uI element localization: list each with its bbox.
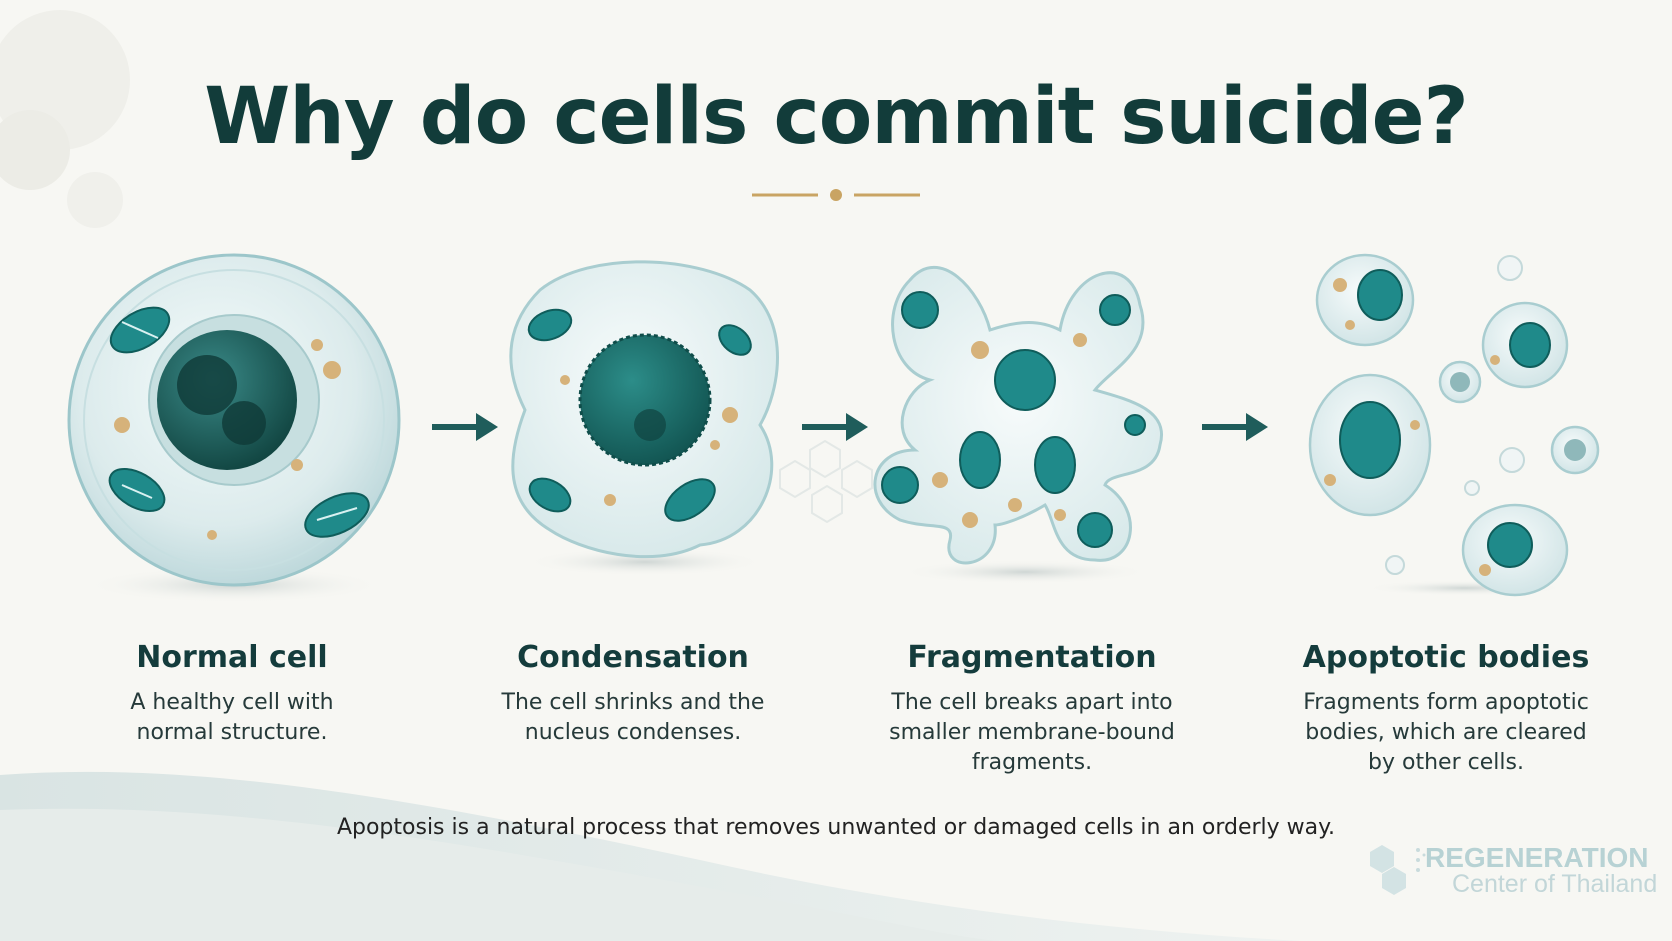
footer-note: Apoptosis is a natural process that remo… — [336, 815, 1336, 840]
condensation-cell-illustration — [509, 260, 779, 576]
apoptotic-bodies-illustration — [1308, 253, 1600, 597]
stage-title-normal-cell: Normal cell — [136, 640, 328, 675]
stage-description-normal-cell: A healthy cell with normal structure. — [130, 690, 334, 745]
stage-title-apoptotic-bodies: Apoptotic bodies — [1302, 640, 1590, 675]
stage-description-apoptotic-bodies: Fragments form apoptotic bodies, which a… — [1303, 690, 1589, 775]
stage-description-condensation: The cell shrinks and the nucleus condens… — [501, 690, 765, 745]
stage-description-fragmentation: The cell breaks apart into smaller membr… — [889, 690, 1175, 775]
arrow-right-icon — [1202, 413, 1268, 441]
logo-line-1: REGENERATION — [1425, 842, 1649, 873]
arrow-right-icon — [802, 413, 868, 441]
logo-line-2: Center of Thailand — [1452, 870, 1658, 898]
hexagon-logo-icon — [1370, 845, 1426, 895]
normal-cell-illustration — [67, 253, 401, 603]
page-title: Why do cells commit suicide? — [204, 72, 1469, 162]
stage-title-condensation: Condensation — [517, 640, 749, 675]
fragmentation-cell-illustration — [873, 266, 1164, 584]
title-divider — [752, 189, 920, 201]
arrow-right-icon — [432, 413, 498, 441]
stage-title-fragmentation: Fragmentation — [907, 640, 1157, 675]
